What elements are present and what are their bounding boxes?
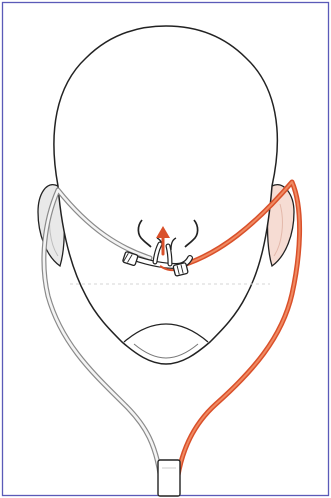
slider-bead-icon (158, 460, 180, 496)
head-outline (54, 26, 277, 364)
right-connector (173, 262, 188, 276)
